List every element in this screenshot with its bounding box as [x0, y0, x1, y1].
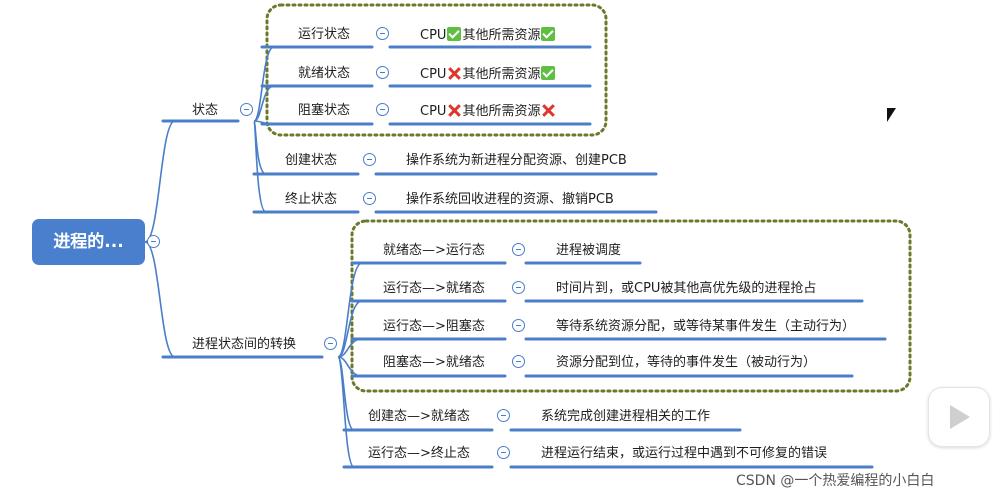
state-name-blocked[interactable]: 阻塞状态 [298, 103, 351, 118]
connector-curve [337, 356, 355, 468]
transition-name-ready-running[interactable]: 就绪态—>运行态 [383, 243, 485, 258]
collapse-states-icon[interactable] [240, 103, 253, 116]
mouse-cursor-icon [887, 108, 896, 122]
cross-mark-icon [541, 103, 555, 117]
state-desc-new[interactable]: 操作系统为新进程分配资源、创建PCB [406, 153, 627, 168]
collapse-new-ready-icon[interactable] [497, 409, 510, 422]
connector-curve [337, 338, 363, 358]
collapse-new-icon[interactable] [363, 153, 376, 166]
transition-name-running-terminated[interactable]: 运行态—>终止态 [368, 446, 470, 461]
connector-curve [337, 356, 363, 377]
connector-curve [144, 241, 176, 358]
transition-name-blocked-ready[interactable]: 阻塞态—>就绪态 [383, 355, 485, 370]
collapse-root-icon[interactable] [147, 235, 160, 248]
cross-mark-icon [447, 103, 461, 117]
transition-desc-blocked-ready[interactable]: 资源分配到位，等待的事件发生（被动行为） [556, 355, 817, 370]
connector-curve [337, 262, 363, 358]
branch-transitions-label[interactable]: 进程状态间的转换 [192, 337, 297, 352]
collapse-blocked-icon[interactable] [376, 103, 389, 116]
highlight-box-states [265, 3, 608, 137]
state-name-running[interactable]: 运行状态 [298, 27, 351, 42]
transition-name-running-blocked[interactable]: 运行态—>阻塞态 [383, 319, 485, 334]
transition-name-new-ready[interactable]: 创建态—>就绪态 [368, 409, 470, 424]
state-name-new[interactable]: 创建状态 [285, 153, 338, 168]
transition-desc-ready-running[interactable]: 进程被调度 [556, 243, 622, 258]
state-desc-terminated[interactable]: 操作系统回收进程的资源、撤销PCB [406, 192, 614, 207]
play-video-icon[interactable] [928, 387, 990, 447]
highlight-box-transitions [350, 219, 912, 393]
transition-name-running-ready[interactable]: 运行态—>就绪态 [383, 281, 485, 296]
connector-curve [253, 120, 267, 213]
branch-states-label[interactable]: 状态 [192, 103, 219, 118]
root-node[interactable]: 进程的... [32, 219, 145, 265]
cross-mark-icon [447, 66, 461, 80]
collapse-ready-running-icon[interactable] [512, 243, 525, 256]
connector-curve [253, 85, 275, 122]
check-mark-icon [541, 66, 556, 80]
transition-desc-running-blocked[interactable]: 等待系统资源分配，或等待某事件发生（主动行为） [556, 319, 856, 334]
check-mark-icon [447, 27, 462, 41]
collapse-running-icon[interactable] [376, 27, 389, 40]
connector-curve [144, 120, 176, 243]
connector-curve [253, 46, 275, 122]
collapse-transitions-icon[interactable] [324, 337, 337, 350]
collapse-running-ready-icon[interactable] [512, 281, 525, 294]
collapse-blocked-ready-icon[interactable] [512, 355, 525, 368]
connector-curve [253, 120, 275, 125]
collapse-terminated-icon[interactable] [363, 192, 376, 205]
connector-curve [337, 300, 363, 358]
state-name-terminated[interactable]: 终止状态 [285, 192, 338, 207]
transition-desc-new-ready[interactable]: 系统完成创建进程相关的工作 [541, 409, 711, 424]
transition-desc-running-ready[interactable]: 时间片到，或CPU被其他高优先级的进程抢占 [556, 281, 817, 296]
check-mark-icon [541, 27, 556, 41]
transition-desc-running-terminated[interactable]: 进程运行结束，或运行过程中遇到不可修复的错误 [541, 446, 828, 461]
collapse-ready-icon[interactable] [376, 66, 389, 79]
collapse-running-terminated-icon[interactable] [497, 446, 510, 459]
collapse-running-blocked-icon[interactable] [512, 319, 525, 332]
watermark: CSDN @一个热爱编程的小白白 [736, 473, 935, 489]
state-name-ready[interactable]: 就绪状态 [298, 66, 351, 81]
